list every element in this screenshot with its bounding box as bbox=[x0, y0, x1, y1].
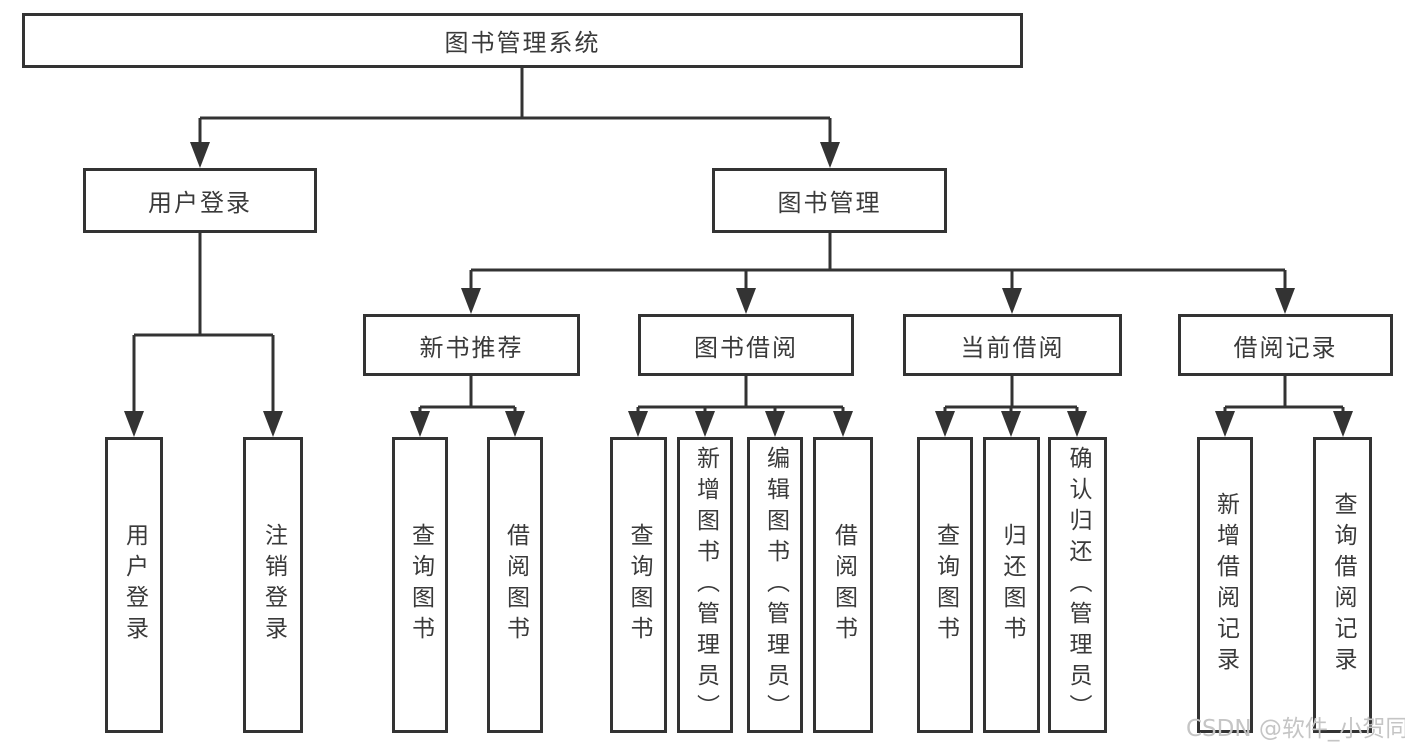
node-leaf-borrow-books-recommend: 借阅图书 bbox=[487, 437, 543, 733]
leaf-label: 查询图书 bbox=[932, 523, 959, 647]
leaf-label: 归还图书 bbox=[999, 523, 1025, 647]
leaf-label: 借阅图书 bbox=[830, 523, 857, 647]
node-leaf-query-borrow-record: 查询借阅记录 bbox=[1313, 437, 1372, 733]
node-user-login: 用户登录 bbox=[83, 168, 317, 233]
node-library-management-system: 图书管理系统 bbox=[22, 13, 1023, 68]
leaf-label: 注销登录 bbox=[260, 523, 287, 647]
leaf-label: 查询图书 bbox=[626, 523, 652, 647]
node-book-borrowing: 图书借阅 bbox=[638, 314, 854, 376]
node-leaf-query-books-borrowing: 查询图书 bbox=[610, 437, 667, 733]
leaf-label: 确认归还（管理员） bbox=[1065, 445, 1091, 725]
node-book-management: 图书管理 bbox=[712, 168, 947, 233]
leaf-label: 新增图书（管理员） bbox=[692, 445, 719, 725]
leaf-label: 用户登录 bbox=[121, 523, 148, 647]
node-leaf-logout: 注销登录 bbox=[243, 437, 303, 733]
node-leaf-query-books-recommend: 查询图书 bbox=[392, 437, 448, 733]
csdn-watermark: CSDN @软件_小贺同学 bbox=[1186, 716, 1405, 742]
node-borrowing-records: 借阅记录 bbox=[1178, 314, 1393, 376]
node-leaf-user-login: 用户登录 bbox=[105, 437, 163, 733]
node-current-borrowing: 当前借阅 bbox=[903, 314, 1122, 376]
node-leaf-edit-books-admin: 编辑图书（管理员） bbox=[747, 437, 803, 733]
node-leaf-add-books-admin: 新增图书（管理员） bbox=[677, 437, 733, 733]
node-new-book-recommend: 新书推荐 bbox=[363, 314, 580, 376]
leaf-label: 查询借阅记录 bbox=[1330, 492, 1356, 678]
node-leaf-add-borrow-record: 新增借阅记录 bbox=[1197, 437, 1253, 733]
leaf-label: 新增借阅记录 bbox=[1212, 492, 1239, 678]
leaf-label: 编辑图书（管理员） bbox=[762, 445, 789, 725]
node-leaf-borrow-books: 借阅图书 bbox=[813, 437, 873, 733]
node-leaf-query-books-current: 查询图书 bbox=[917, 437, 973, 733]
leaf-label: 查询图书 bbox=[407, 523, 434, 647]
node-leaf-return-books: 归还图书 bbox=[983, 437, 1040, 733]
arrowheads bbox=[124, 142, 1353, 437]
leaf-label: 借阅图书 bbox=[502, 523, 529, 647]
node-leaf-confirm-return-admin: 确认归还（管理员） bbox=[1048, 437, 1107, 733]
